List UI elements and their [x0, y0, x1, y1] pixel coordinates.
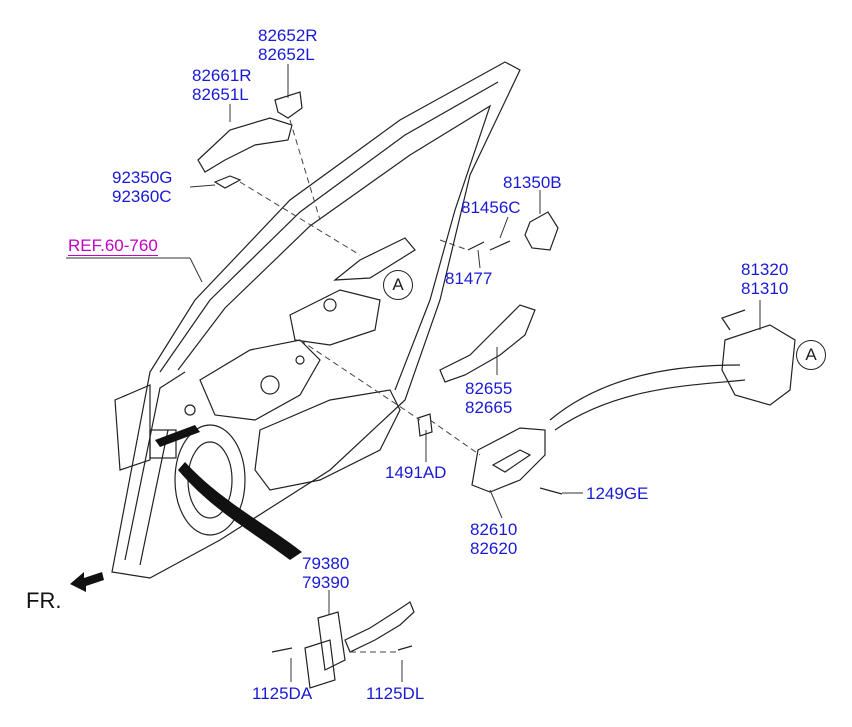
reference-label[interactable]: REF.60-760	[68, 236, 158, 256]
part-label-81350b: 81350B	[503, 173, 562, 192]
door-check	[317, 611, 346, 671]
part-label-82665: 82665	[465, 398, 513, 417]
part-label-1491ad: 1491AD	[385, 463, 447, 482]
part-label-81477: 81477	[445, 269, 493, 288]
part-label-82620: 82620	[470, 539, 518, 558]
door-latch	[721, 324, 796, 406]
part-label-1125da: 1125DA	[252, 684, 313, 703]
part-label-82652l: 82652L	[258, 45, 315, 64]
part-label-82652r: 82652R	[258, 26, 318, 45]
part-label-92360c: 92360C	[112, 187, 172, 206]
callout-a-latch: A	[796, 340, 826, 370]
part-label-81310: 81310	[741, 279, 789, 298]
part-label-82610: 82610	[470, 520, 518, 539]
door-panel	[111, 61, 521, 579]
part-label-1125dl: 1125DL	[366, 684, 425, 703]
part-label-81320: 81320	[741, 260, 789, 279]
part-label-82655: 82655	[465, 379, 513, 398]
inside-handle	[471, 427, 546, 493]
part-label-79390: 79390	[302, 573, 350, 592]
outside-handle	[197, 117, 293, 173]
part-label-82651l: 82651L	[192, 85, 249, 104]
part-label-92350g: 92350G	[112, 168, 173, 187]
part-label-81456c: 81456C	[461, 198, 521, 217]
part-label-1249ge: 1249GE	[586, 484, 649, 503]
part-label-79380: 79380	[302, 554, 350, 573]
front-direction-label: FR.	[26, 588, 62, 613]
striker	[524, 211, 559, 251]
inner-handle-bracket	[439, 304, 536, 383]
part-label-82661r: 82661R	[192, 66, 252, 85]
callout-a-door: A	[383, 270, 413, 300]
